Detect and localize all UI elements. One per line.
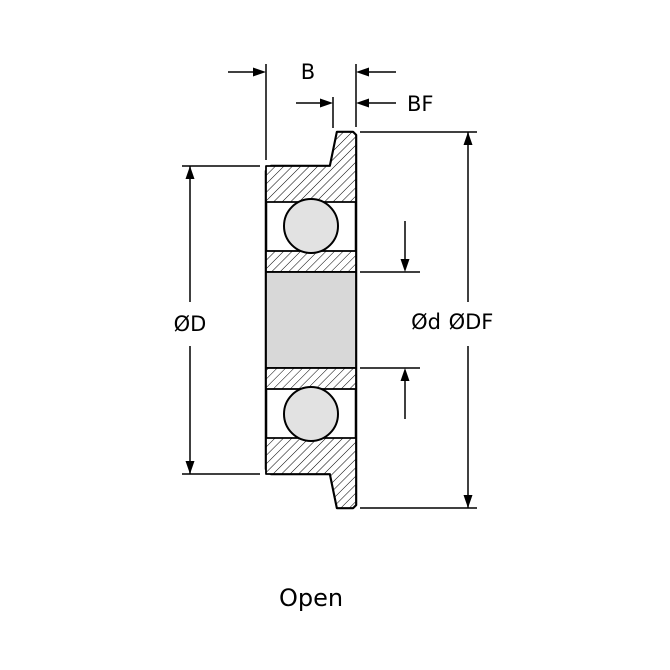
dim-label-OD: ØD xyxy=(174,312,207,336)
arrowhead-bore-down xyxy=(400,259,410,272)
arrowhead-odf-up xyxy=(463,132,473,145)
outer-ring-bottom-section xyxy=(265,437,357,509)
bore-section xyxy=(265,271,357,369)
dim-flange-diameter-ODF xyxy=(360,131,477,509)
dim-bore-diameter-Od xyxy=(360,221,420,419)
arrowhead-bf-right xyxy=(356,98,369,108)
outer-ring-top-section xyxy=(265,131,357,203)
ball-bottom xyxy=(283,386,339,442)
dim-label-Od: Ød xyxy=(411,310,441,334)
dim-label-ODF: ØDF xyxy=(449,310,494,334)
arrowhead-odf-down xyxy=(463,495,473,508)
dim-flange-width-BF xyxy=(296,97,396,128)
dim-label-BF: BF xyxy=(407,92,434,116)
dim-label-B: B xyxy=(301,60,315,84)
inner-ring-bottom-section xyxy=(265,367,357,390)
bearing-type-caption: Open xyxy=(279,584,343,612)
arrowhead-od-down xyxy=(185,461,195,474)
arrowhead-od-up xyxy=(185,166,195,179)
arrowhead-bf-left xyxy=(320,98,333,108)
dim-outer-diameter-OD xyxy=(182,165,260,475)
arrowhead-b-left xyxy=(253,67,266,77)
bearing-body xyxy=(264,130,358,510)
inner-ring-top-section xyxy=(265,250,357,273)
arrowhead-b-right xyxy=(356,67,369,77)
arrowhead-bore-up xyxy=(400,368,410,381)
ball-top xyxy=(283,198,339,254)
dim-width-B xyxy=(228,64,396,160)
